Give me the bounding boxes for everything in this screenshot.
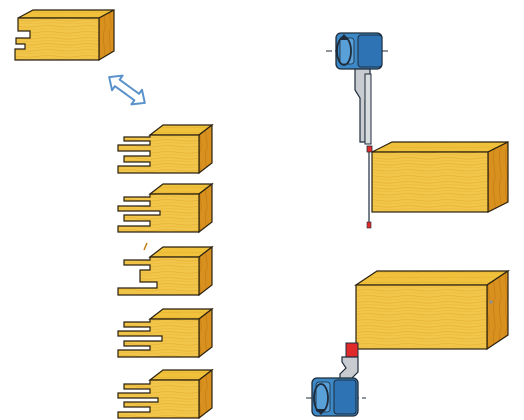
variant-block-3	[118, 247, 212, 295]
original-block	[15, 10, 114, 60]
original-block-side	[99, 10, 114, 60]
variant-block-2	[118, 184, 212, 232]
double-arrow-icon	[104, 70, 150, 110]
saw-tip-top	[367, 222, 371, 228]
cutter-tip-bottom	[346, 343, 358, 357]
workpiece-mark	[489, 300, 492, 303]
workpiece-bottom	[356, 271, 508, 349]
workpiece-top	[372, 142, 508, 212]
variant-block-4	[118, 309, 212, 357]
cutter-tip-top	[367, 146, 372, 152]
cutter-blade-top	[365, 74, 371, 144]
original-block-front	[15, 18, 99, 60]
stray-mark	[144, 243, 147, 250]
variant-block-1	[118, 125, 212, 173]
machining-setup-bottom	[306, 343, 366, 416]
variant-block-5	[118, 370, 212, 418]
original-block-top	[18, 10, 114, 18]
